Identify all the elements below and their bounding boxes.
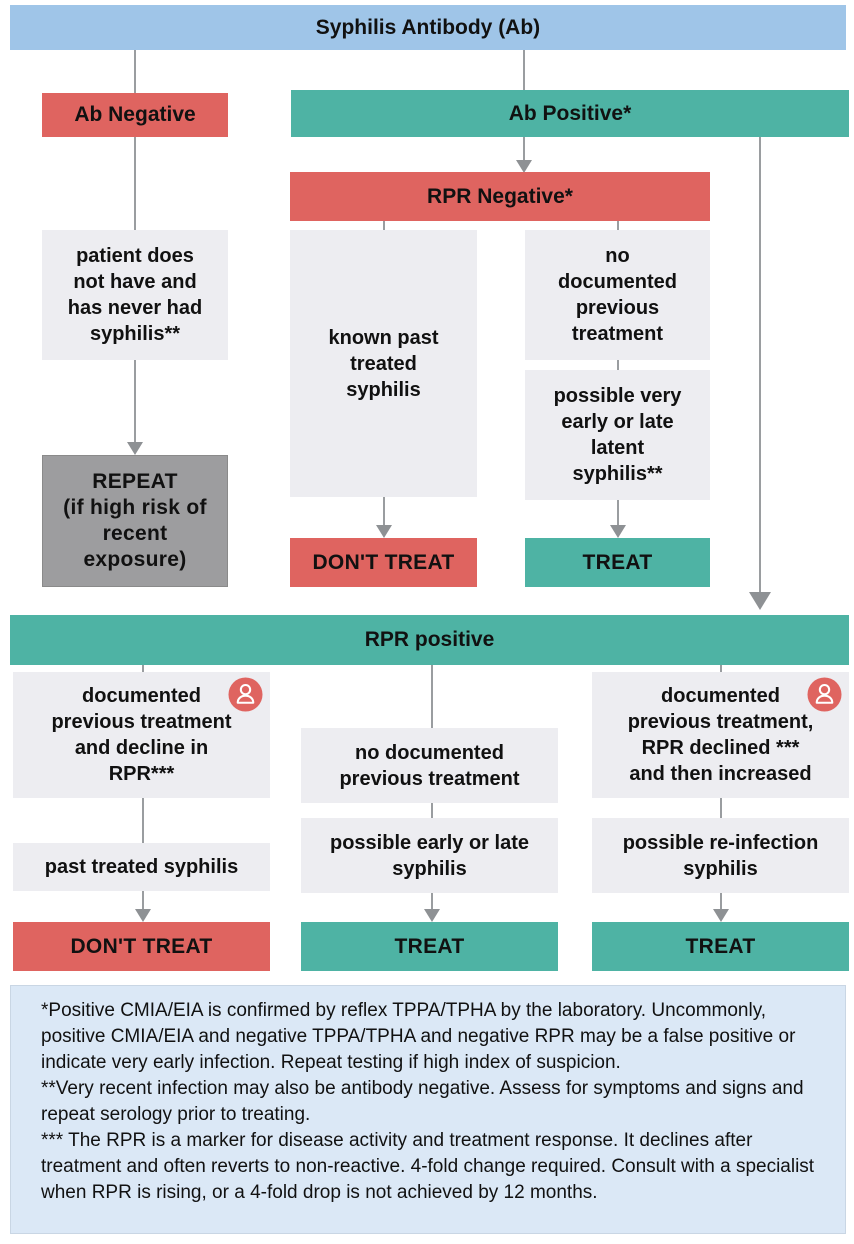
- connector-line: [617, 360, 619, 370]
- no-previous-condition-box: no documented previous treatment: [525, 230, 710, 360]
- arrow-down-icon: [424, 909, 440, 922]
- connector-line: [134, 137, 136, 230]
- rpr-negative-node: RPR Negative*: [290, 172, 710, 221]
- connector-line: [720, 798, 722, 818]
- possible-reinfection-box: possible re-infection syphilis: [592, 818, 849, 893]
- connector-line: [720, 893, 722, 909]
- repeat-action-box: REPEAT (if high risk of recent exposure): [42, 455, 228, 587]
- known-past-condition-box: known past treated syphilis: [290, 230, 477, 497]
- connector-line: [617, 221, 619, 230]
- arrow-down-icon: [516, 160, 532, 173]
- treat-action-box: TREAT: [592, 922, 849, 971]
- footnotes-panel: *Positive CMIA/EIA is confirmed by refle…: [10, 985, 846, 1234]
- possible-early-late-box: possible early or late syphilis: [301, 818, 558, 893]
- arrow-down-icon: [127, 442, 143, 455]
- connector-line: [720, 665, 722, 672]
- rpr-positive-node: RPR positive: [10, 615, 849, 665]
- connector-line: [431, 803, 433, 818]
- arrow-down-icon: [713, 909, 729, 922]
- connector-line: [142, 665, 144, 672]
- condition-label: documented previous treatment, RPR decli…: [627, 685, 814, 785]
- footnote-single-asterisk: *Positive CMIA/EIA is confirmed by refle…: [41, 1000, 796, 1073]
- dont-treat-action-box: DON'T TREAT: [13, 922, 270, 971]
- connector-line: [431, 665, 433, 728]
- ab-negative-condition-box: patient does not have and has never had …: [42, 230, 228, 360]
- possible-early-late-latent-box: possible very early or late latent syphi…: [525, 370, 710, 500]
- condition-label: documented previous treatment and declin…: [51, 685, 232, 785]
- arrow-down-icon: [749, 592, 771, 610]
- ab-negative-node: Ab Negative: [42, 93, 228, 137]
- connector-line: [759, 137, 761, 592]
- connector-line: [142, 798, 144, 843]
- connector-line: [523, 137, 525, 160]
- treat-action-box: TREAT: [525, 538, 710, 587]
- arrow-down-icon: [610, 525, 626, 538]
- title-banner: Syphilis Antibody (Ab): [10, 5, 846, 50]
- connector-line: [383, 221, 385, 230]
- connector-line: [617, 500, 619, 525]
- dont-treat-action-box: DON'T TREAT: [290, 538, 477, 587]
- connector-line: [431, 893, 433, 909]
- connector-line: [134, 360, 136, 442]
- connector-line: [142, 891, 144, 909]
- footnote-double-asterisk: **Very recent infection may also be anti…: [41, 1078, 804, 1125]
- footnote-triple-asterisk: *** The RPR is a marker for disease acti…: [41, 1130, 815, 1203]
- connector-line: [523, 50, 525, 90]
- arrow-down-icon: [376, 525, 392, 538]
- person-icon: [807, 677, 842, 712]
- ab-positive-node: Ab Positive*: [291, 90, 849, 137]
- connector-line: [134, 50, 136, 93]
- no-documented-condition-box: no documented previous treatment: [301, 728, 558, 803]
- documented-decline-condition-box: documented previous treatment and declin…: [13, 672, 270, 798]
- documented-increased-condition-box: documented previous treatment, RPR decli…: [592, 672, 849, 798]
- connector-line: [383, 497, 385, 525]
- arrow-down-icon: [135, 909, 151, 922]
- person-icon: [228, 677, 263, 712]
- treat-action-box: TREAT: [301, 922, 558, 971]
- past-treated-box: past treated syphilis: [13, 843, 270, 891]
